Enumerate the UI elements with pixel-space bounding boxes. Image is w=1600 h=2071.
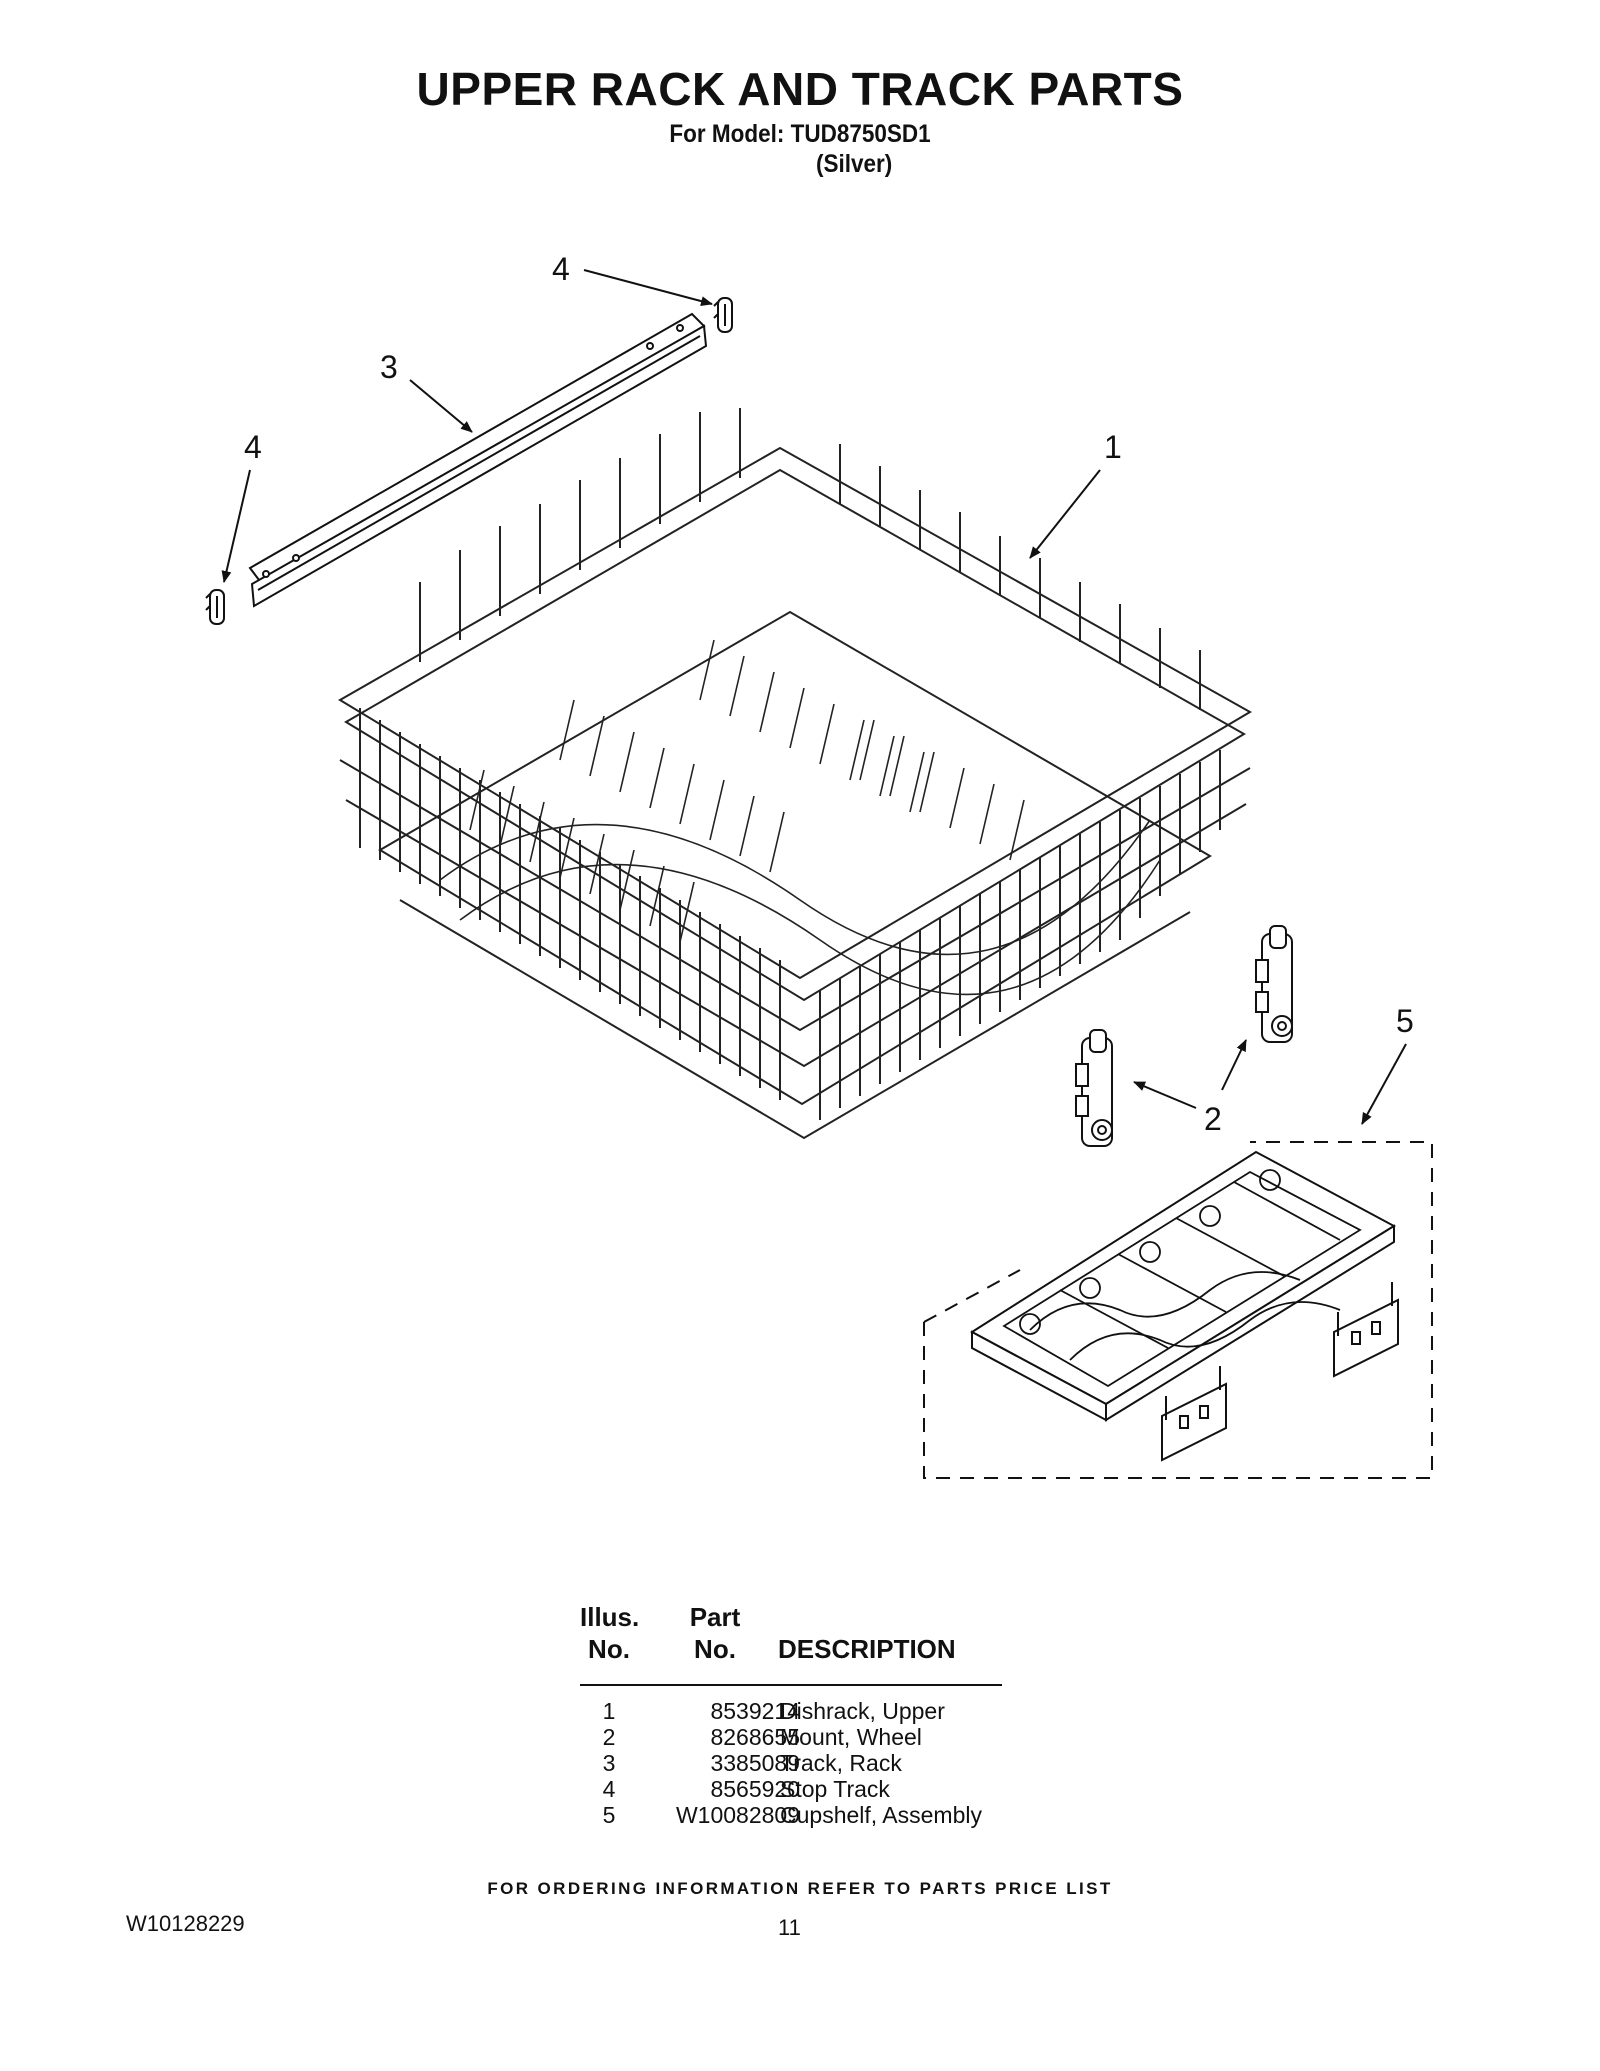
part-no: 8539214 (710, 1698, 800, 1724)
part-no: 8565920 (710, 1776, 800, 1802)
stop-track-left (205, 589, 225, 625)
header-divider (580, 1684, 1002, 1686)
cupshelf-clip-back (1333, 1282, 1399, 1378)
illus-no: 4 (602, 1776, 616, 1802)
callout-4-left: 4 (244, 429, 262, 465)
leader-2-right (1221, 1039, 1247, 1091)
exploded-parts-diagram: 4 3 4 1 2 5 (205, 251, 1433, 1479)
callout-4-top: 4 (552, 251, 570, 287)
callout-3: 3 (380, 349, 398, 385)
part-description: Track, Rack (780, 1750, 902, 1776)
col-header-illus-line1: Illus. (580, 1602, 640, 1632)
leader-2-left (1133, 1081, 1197, 1109)
leader-1 (1029, 469, 1101, 559)
dishrack-upper (338, 408, 1253, 1140)
table-row: 1 8539214 Dishrack, Upper (580, 1698, 1010, 1724)
col-header-description: DESCRIPTION (778, 1634, 956, 1664)
page-number: 11 (778, 1915, 801, 1940)
illus-no: 1 (602, 1698, 616, 1724)
col-header-part-line1: Part (689, 1602, 741, 1632)
part-no: 8268655 (710, 1724, 800, 1750)
model-line: For Model: TUD8750SD1 (669, 120, 931, 148)
leader-3 (409, 379, 473, 433)
col-header-illus-line2: No. (588, 1634, 630, 1664)
part-no: 3385089 (710, 1750, 800, 1776)
page-title: UPPER RACK AND TRACK PARTS (416, 63, 1184, 115)
part-description: Dishrack, Upper (780, 1698, 945, 1724)
part-description: Mount, Wheel (780, 1724, 922, 1750)
cupshelf-clip-front (1161, 1366, 1227, 1462)
part-no: W10082809 (675, 1802, 800, 1828)
part-description: Cupshelf, Assembly (780, 1802, 982, 1828)
table-row: 3 3385089 Track, Rack (580, 1750, 1010, 1776)
wheel-mount-left (1075, 1029, 1113, 1147)
wheel-mount-right (1255, 925, 1293, 1043)
part-description: Stop Track (780, 1776, 890, 1802)
document-number: W10128229 (126, 1911, 245, 1936)
cupshelf-assembly (923, 1141, 1433, 1479)
table-row: 4 8565920 Stop Track (580, 1776, 1010, 1802)
callout-5: 5 (1396, 1003, 1414, 1039)
illus-no: 5 (602, 1802, 616, 1828)
illus-no: 2 (602, 1724, 616, 1750)
stop-track-top (713, 297, 733, 333)
leader-4-top (583, 269, 713, 307)
callout-1: 1 (1104, 429, 1122, 465)
table-row: 2 8268655 Mount, Wheel (580, 1724, 1010, 1750)
table-row: 5 W10082809 Cupshelf, Assembly (580, 1802, 1010, 1828)
leader-5 (1361, 1043, 1407, 1125)
ordering-note: FOR ORDERING INFORMATION REFER TO PARTS … (487, 1879, 1113, 1898)
leader-4-left (221, 469, 251, 583)
model-variant: (Silver) (816, 150, 893, 178)
callout-2: 2 (1204, 1101, 1222, 1137)
track-rack (248, 312, 708, 608)
illus-no: 3 (602, 1750, 616, 1776)
col-header-part-line2: No. (694, 1634, 736, 1664)
